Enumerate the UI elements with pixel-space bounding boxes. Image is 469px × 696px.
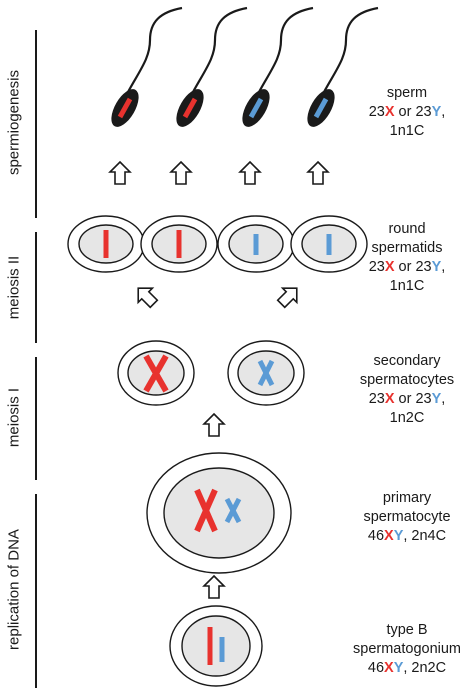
sperm-tail	[258, 6, 314, 93]
sperm-tail	[127, 6, 183, 93]
x-chromosome	[194, 488, 218, 533]
up-left-arrow-icon	[137, 287, 159, 309]
stage-label-spermiogenesis: spermiogenesis	[5, 69, 23, 176]
sperm-cell-y-2	[307, 6, 379, 127]
label-round-karyotype: 23X or 23Y,	[368, 259, 446, 275]
up-arrow-icon	[238, 160, 262, 185]
secondary-spermatocyte-y	[227, 340, 305, 406]
up-arrow-icon	[306, 160, 330, 185]
stage-label-meiosis-2: meiosis II	[5, 255, 23, 320]
label-secondary-ploidy: 1n2C	[389, 410, 425, 426]
nucleus	[181, 615, 251, 677]
stage-label-replication: replication of DNA	[5, 529, 23, 650]
up-arrow-icon	[202, 412, 226, 437]
label-secondary-spermatocytes: secondary spermatocytes 23X or 23Y, 1n2C	[352, 352, 462, 428]
sperm-cell-x-2	[176, 6, 248, 127]
x-chromosome	[143, 354, 169, 393]
type-b-spermatogonium	[169, 605, 263, 687]
y-chromosome	[257, 359, 275, 387]
nucleus	[163, 467, 275, 559]
label-sperm-name: sperm	[386, 85, 428, 101]
round-spermatid-y-2	[290, 215, 368, 273]
up-arrow-icon	[108, 160, 132, 185]
label-typeb-karyotype: 46XY, 2n2C	[367, 660, 447, 676]
round-spermatid-x-1	[67, 215, 145, 273]
label-round-ploidy: 1n1C	[389, 278, 425, 294]
sperm-cell-y-1	[242, 6, 314, 127]
x-chromatid	[182, 97, 198, 119]
stage-label-meiosis-1: meiosis I	[5, 387, 23, 448]
label-sperm-karyotype: 23X or 23Y,	[368, 104, 446, 120]
x-chromatid	[117, 97, 133, 119]
up-right-arrow-icon	[276, 287, 298, 309]
primary-spermatocyte	[146, 452, 292, 574]
label-primary-spermatocyte: primary spermatocyte 46XY, 2n4C	[352, 489, 462, 546]
up-arrow-icon	[169, 160, 193, 185]
sperm-tail	[192, 6, 248, 93]
label-sperm: sperm 23X or 23Y, 1n1C	[352, 84, 462, 141]
sperm-tail	[323, 6, 379, 93]
y-chromosome	[224, 497, 242, 524]
y-chromatid	[313, 97, 329, 119]
y-chromatid	[248, 97, 264, 119]
round-spermatid-x-2	[140, 215, 218, 273]
label-round-spermatids: round spermatids 23X or 23Y, 1n1C	[352, 220, 462, 296]
label-secondary-karyotype: 23X or 23Y,	[368, 391, 446, 407]
round-spermatid-y-1	[217, 215, 295, 273]
label-type-b-spermatogonium: type B spermatogonium 46XY, 2n2C	[353, 622, 461, 676]
label-primary-karyotype: 46XY, 2n4C	[367, 528, 447, 544]
up-arrow-icon	[202, 574, 226, 599]
sperm-cell-x-1	[111, 6, 183, 127]
label-sperm-ploidy: 1n1C	[389, 123, 425, 139]
secondary-spermatocyte-x	[117, 340, 195, 406]
